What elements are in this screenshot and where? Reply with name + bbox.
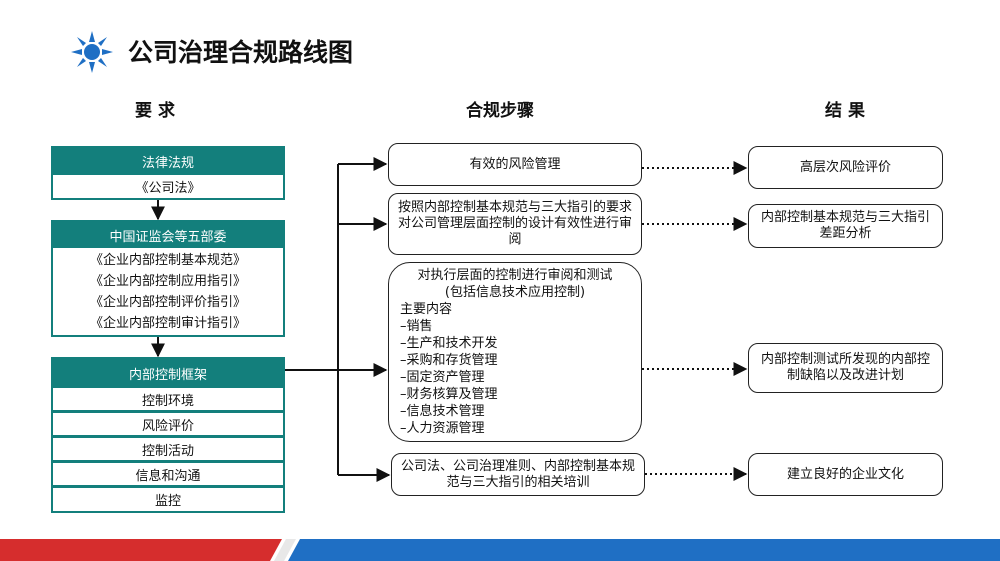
result-gap-analysis: 内部控制基本规范与三大指引差距分析: [748, 204, 943, 248]
requirement-csrc-item: 《企业内部控制应用指引》: [89, 274, 246, 289]
requirement-csrc: 中国证监会等五部委 《企业内部控制基本规范》 《企业内部控制应用指引》 《企业内…: [51, 220, 285, 337]
step3-item: –信息技术管理: [400, 404, 485, 419]
requirement-csrc-item: 《企业内部控制审计指引》: [89, 316, 246, 331]
step-management-control-review: 按照内部控制基本规范与三大指引的要求对公司管理层面控制的设计有效性进行审阅: [388, 193, 642, 255]
step3-subtitle: 主要内容: [400, 302, 453, 317]
requirement-laws-title: 法律法规: [53, 148, 283, 174]
step3-item: –固定资产管理: [400, 370, 485, 385]
requirement-csrc-item: 《企业内部控制基本规范》: [89, 253, 246, 268]
requirement-framework-item: 风险评价: [51, 411, 285, 437]
step-training: 公司法、公司治理准则、内部控制基本规范与三大指引的相关培训: [391, 453, 645, 496]
step3-item: –人力资源管理: [400, 421, 485, 436]
column-header-steps: 合规步骤: [466, 101, 534, 121]
requirement-laws-item: 《公司法》: [51, 173, 285, 200]
requirement-framework-item: 监控: [51, 486, 285, 513]
step3-item: –采购和存货管理: [400, 353, 498, 368]
requirement-framework-item: 信息和沟通: [51, 461, 285, 487]
requirement-framework-title: 内部控制框架: [53, 359, 283, 387]
column-header-results: 结 果: [825, 101, 865, 121]
requirement-framework-item: 控制活动: [51, 436, 285, 462]
step3-item: –生产和技术开发: [400, 336, 498, 351]
page-title: 公司治理合规路线图: [128, 38, 354, 67]
result-control-deficiencies: 内部控制测试所发现的内部控制缺陷以及改进计划: [748, 343, 943, 393]
result-corporate-culture: 建立良好的企业文化: [748, 453, 943, 496]
requirement-laws: 法律法规 《公司法》: [51, 146, 285, 200]
step-risk-management: 有效的风险管理: [388, 143, 642, 186]
step3-item: –销售: [400, 319, 433, 334]
requirement-framework: 内部控制框架 控制环境 风险评价 控制活动 信息和沟通 监控: [51, 357, 285, 513]
step3-item: –财务核算及管理: [400, 387, 498, 402]
requirement-csrc-item: 《企业内部控制评价指引》: [89, 295, 246, 310]
step-execution-control-test: 对执行层面的控制进行审阅和测试 (包括信息技术应用控制) 主要内容 –销售 –生…: [388, 262, 642, 442]
result-high-level-risk: 高层次风险评价: [748, 146, 943, 189]
sun-star-icon: [71, 31, 113, 73]
title-icon: [70, 30, 114, 74]
requirement-csrc-title: 中国证监会等五部委: [53, 222, 283, 248]
requirement-framework-item: 控制环境: [51, 386, 285, 412]
footer-stripe: [0, 539, 1000, 561]
column-header-requirements: 要 求: [135, 101, 175, 121]
step3-title-line1: 对执行层面的控制进行审阅和测试: [417, 268, 613, 283]
step3-title-line2: (包括信息技术应用控制): [444, 285, 586, 300]
